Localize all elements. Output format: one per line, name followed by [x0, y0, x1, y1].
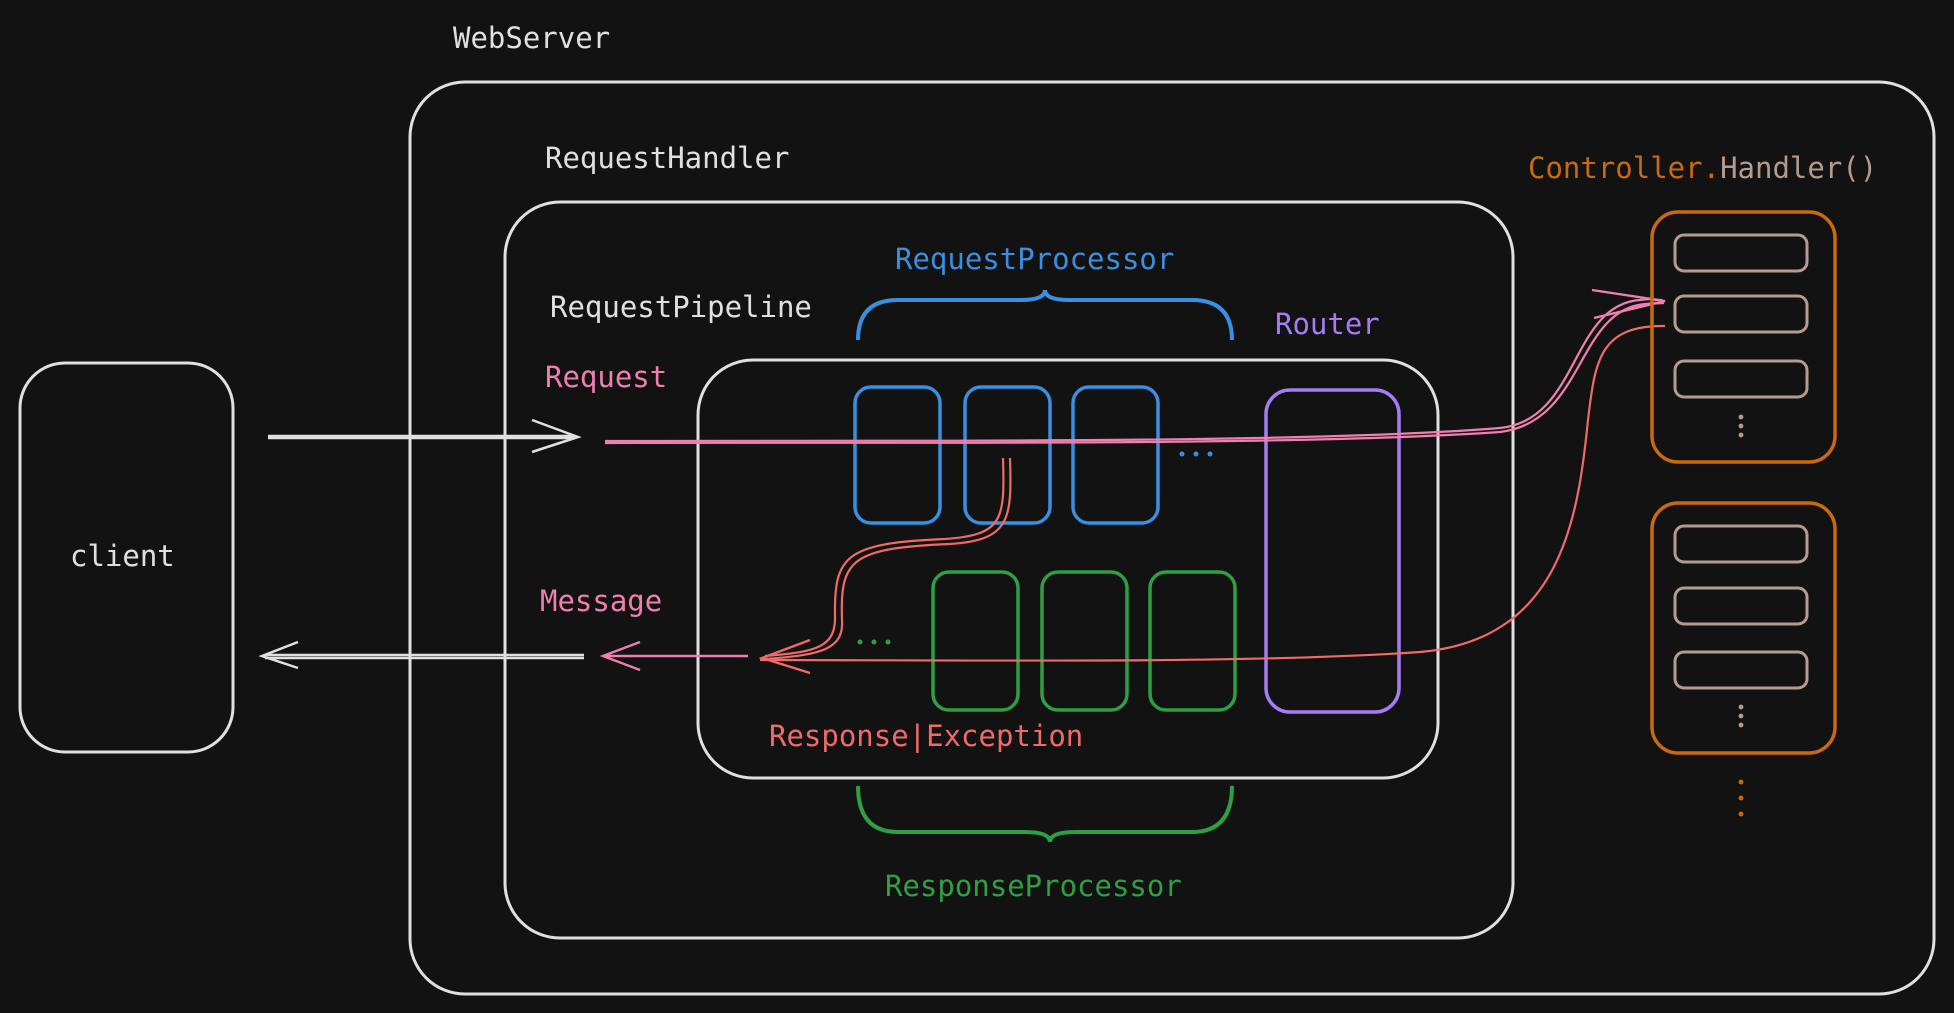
request-handler-box — [503, 200, 1515, 940]
request-label: Request — [545, 360, 668, 394]
controller-1-slots — [1673, 233, 1809, 399]
client-response-arrow — [258, 640, 584, 670]
request-pipeline-box — [696, 358, 1440, 780]
controller-prefix: Controller. — [1528, 151, 1721, 185]
webserver-label: WebServer — [453, 21, 611, 55]
client-label: client — [70, 539, 175, 573]
controller-1-slot-1 — [1673, 233, 1809, 273]
request-processor-brace — [856, 289, 1234, 341]
controller-1-more-dots — [1738, 414, 1744, 438]
controller-more-dots — [1738, 779, 1744, 817]
controller-2-more-dots — [1738, 704, 1744, 728]
response-ellipsis-dots — [857, 639, 891, 645]
response-processor-box-1 — [931, 570, 1020, 712]
response-processor-boxes — [931, 570, 1237, 712]
response-processor-box-3 — [1148, 570, 1237, 712]
response-exception-label: Response|Exception — [769, 719, 1084, 753]
webserver-box — [408, 80, 1936, 996]
response-flow-line — [758, 324, 1666, 675]
request-processor-boxes — [853, 385, 1160, 525]
request-ellipsis-dots — [1179, 451, 1213, 457]
client-request-arrow — [268, 418, 582, 454]
message-arrow — [599, 640, 748, 672]
request-handler-label: RequestHandler — [545, 141, 790, 175]
response-processor-label: ResponseProcessor — [885, 869, 1182, 903]
request-processor-box-2 — [963, 385, 1052, 525]
controller-2-slot-1 — [1673, 524, 1809, 564]
controller-suffix: Handler() — [1720, 151, 1878, 185]
controller-box-1 — [1650, 210, 1837, 464]
response-processor-box-2 — [1040, 570, 1129, 712]
client-box — [18, 361, 235, 754]
request-processor-box-3 — [1071, 385, 1160, 525]
router-label: Router — [1275, 307, 1380, 341]
request-processor-box-1 — [853, 385, 942, 525]
request-processor-label: RequestProcessor — [895, 242, 1175, 276]
request-flow-line — [604, 288, 1666, 445]
controller-1-slot-3 — [1673, 359, 1809, 399]
router-box — [1264, 388, 1401, 714]
controller-2-slots — [1673, 524, 1809, 690]
controller-1-slot-2 — [1673, 294, 1809, 334]
controller-handler-label: Controller.Handler() — [1528, 154, 1877, 183]
message-label: Message — [540, 584, 663, 618]
response-processor-brace — [856, 785, 1234, 843]
controller-box-2 — [1650, 501, 1837, 755]
request-pipeline-label: RequestPipeline — [550, 290, 812, 324]
controller-2-slot-2 — [1673, 586, 1809, 626]
controller-2-slot-3 — [1673, 650, 1809, 690]
